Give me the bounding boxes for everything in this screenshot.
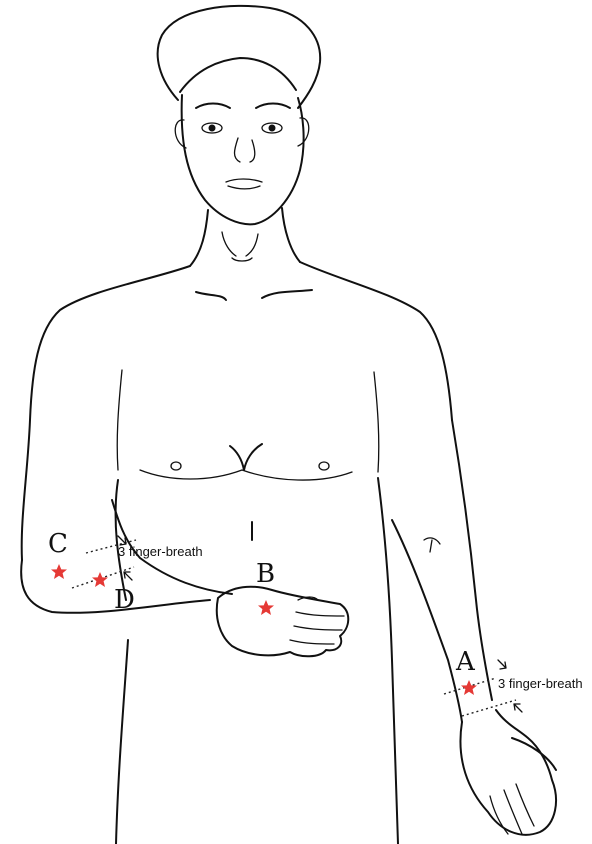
left-nipple (171, 462, 181, 470)
point-c-star (51, 564, 67, 579)
right-elbow-crease (424, 538, 440, 552)
right-arm-inner (392, 520, 462, 722)
sternum (230, 444, 262, 470)
face-outline (182, 95, 304, 224)
hair-outline (158, 6, 321, 108)
left-eyebrow (196, 104, 230, 109)
forearm-measure-label: 3 finger-breath (118, 544, 203, 559)
right-hand (460, 710, 556, 835)
mouth (226, 179, 262, 189)
torso-right-side (378, 478, 398, 844)
point-a-label: A (455, 647, 476, 677)
torso-left-side (116, 480, 126, 600)
left-clavicle (196, 292, 226, 300)
point-d-label: D (114, 585, 135, 615)
neck-right (282, 208, 300, 262)
left-hand (217, 587, 349, 657)
point-c-label: C (48, 529, 68, 559)
left-shoulder (22, 266, 190, 560)
point-d-star (92, 572, 108, 587)
nose (235, 138, 255, 162)
right-eyebrow (256, 104, 290, 109)
right-pupil (269, 125, 276, 132)
wrist-arrow-top (498, 660, 506, 669)
left-pupil (209, 125, 216, 132)
right-nipple (319, 462, 329, 470)
wrist-line-lower (462, 700, 516, 716)
neck-muscles (222, 232, 258, 261)
neck-left (190, 210, 208, 266)
right-clavicle (262, 290, 312, 298)
wrist-measure-label: 3 finger-breath (498, 676, 583, 691)
left-hip (116, 640, 128, 844)
forearm-arrow-bottom (124, 572, 132, 580)
chest-left-line (117, 370, 122, 470)
chest-right-line (374, 372, 379, 472)
point-b-star (258, 600, 274, 615)
wrist-arrow-bottom (514, 704, 522, 712)
pectoral-line (140, 470, 352, 480)
hair-fringe (180, 58, 296, 92)
point-b-label: B (256, 559, 275, 589)
right-fingers (490, 784, 534, 834)
